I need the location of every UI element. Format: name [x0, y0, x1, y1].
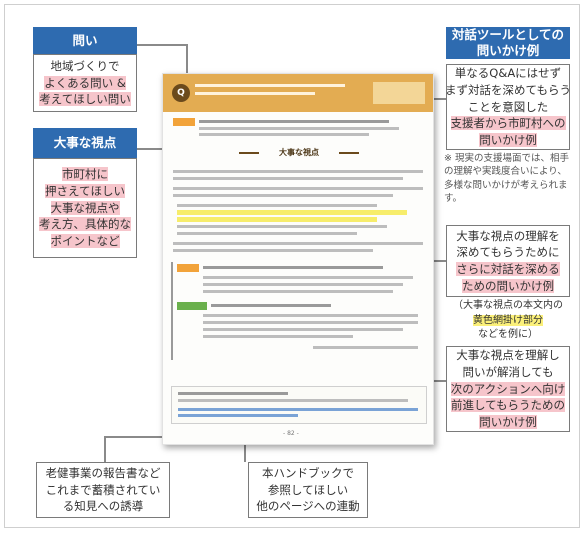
- dialogue-note: ※ 現実の支援場面では、相手の理解や実践度合いにより、多様な問いかけが考えられま…: [444, 153, 569, 204]
- viewpoint-line-5: ポイントなど: [50, 234, 120, 248]
- connector-question: [135, 44, 187, 46]
- question-callout: 地域づくりで よくある問い & 考えてほしい問い: [33, 54, 137, 112]
- dialogue-tool-header-line-2: 問いかけ例: [476, 43, 540, 58]
- page-highlight: [177, 217, 377, 222]
- page-body-line: [173, 194, 393, 197]
- page-deepen-line: [203, 283, 403, 286]
- page-tag-next: [177, 302, 207, 310]
- page-body-line: [173, 177, 403, 180]
- connector-next-h: [430, 380, 446, 382]
- question-header: 問い: [33, 27, 137, 54]
- page-next-ref: [313, 346, 418, 349]
- page-next-line: [203, 328, 403, 331]
- viewpoint-line-1: 市町村に: [62, 167, 108, 182]
- next-action-line-5: 問いかけ例: [479, 415, 537, 429]
- page-body-line: [173, 187, 423, 190]
- dialogue-qa-line-4: 支援者から市町村への: [450, 116, 566, 131]
- deepen-line-3: さらに対話を深める: [456, 262, 560, 276]
- page-body-line: [177, 204, 377, 207]
- page-reports-box: [171, 386, 427, 424]
- q-tag: [373, 82, 425, 104]
- dialogue-qa-line-1: 単なるQ&Aにはせず: [454, 66, 562, 81]
- reports-line-3: る知見への誘導: [62, 499, 144, 514]
- viewpoint-callout: 市町村に 押さえてほしい 大事な視点や 考え方、具体的な ポイントなど: [33, 158, 137, 258]
- page-number: - 82 -: [283, 430, 299, 437]
- q-title-line-1: [195, 84, 345, 87]
- page-dialogue-line: [199, 133, 369, 136]
- page-body-line: [173, 249, 373, 252]
- connector-reports-h: [104, 436, 176, 438]
- page-tag-dialogue: [173, 118, 195, 126]
- links-line-3: 他のページへの連動: [256, 499, 360, 514]
- deepen-line-2: 深めてもらうために: [456, 245, 560, 260]
- figure-frame: [4, 4, 580, 528]
- page-dialogue-text: [199, 120, 389, 123]
- page-reports-link: [178, 408, 418, 411]
- links-line-2: 参照してほしい: [267, 482, 349, 497]
- page-body-line: [173, 170, 423, 173]
- deepen-note-highlight: 黄色網掛け部分: [473, 314, 543, 326]
- question-line-3: 考えてほしい問い: [39, 92, 131, 107]
- viewpoint-header: 大事な視点: [33, 128, 137, 158]
- page-reports-title: [178, 392, 288, 395]
- page-reports-link: [178, 414, 298, 417]
- connector-question-v: [186, 44, 188, 94]
- page-body-line: [177, 225, 387, 228]
- next-action-line-3: 次のアクションへ向け: [450, 381, 566, 396]
- next-action-callout: 大事な視点を理解し 問いが解消しても 次のアクションへ向け 前進してもらうための…: [446, 346, 570, 432]
- viewpoint-header-label: 大事な視点: [53, 135, 117, 151]
- page-deepen-line: [203, 276, 413, 279]
- page-dialogue-line: [199, 127, 399, 130]
- reports-line-1: 老健事業の報告書など: [45, 465, 161, 480]
- page-bracket: [171, 262, 173, 360]
- next-action-line-2: 問いが解消しても: [462, 364, 554, 379]
- connector-links: [244, 440, 246, 462]
- page-body-line: [173, 242, 423, 245]
- deepen-line-4: ための問いかけ例: [462, 278, 554, 293]
- deepen-note-pre: （大事な視点の本文内の: [453, 300, 563, 311]
- viewpoint-line-3: 大事な視点や: [50, 200, 120, 215]
- page-next-line: [203, 335, 353, 338]
- question-line-1: 地域づくりで: [50, 58, 120, 73]
- page-tag-deepen: [177, 264, 199, 272]
- dialogue-qa-line-5: 問いかけ例: [479, 133, 537, 147]
- question-header-label: 問い: [72, 32, 98, 48]
- viewpoint-line-2: 押さえてほしい: [45, 183, 125, 198]
- links-line-1: 本ハンドブックで: [262, 465, 354, 480]
- page-next-line: [203, 314, 418, 317]
- page-highlight: [177, 210, 407, 215]
- next-action-line-1: 大事な視点を理解し: [456, 348, 560, 363]
- page-body-line: [177, 232, 357, 235]
- dialogue-tool-header-line-1: 対話ツールとしての: [451, 27, 565, 43]
- deepen-callout: 大事な視点の理解を 深めてもらうために さらに対話を深める ための問いかけ例: [446, 225, 570, 297]
- page-deepen-text: [203, 266, 383, 269]
- reports-callout: 老健事業の報告書など これまで蓄積されてい る知見への誘導: [36, 462, 170, 518]
- page-next-text: [211, 304, 331, 307]
- page-reports-line: [178, 399, 408, 402]
- reports-line-2: これまで蓄積されてい: [45, 482, 161, 497]
- handbook-links-callout: 本ハンドブックで 参照してほしい 他のページへの連動: [248, 462, 368, 518]
- viewpoint-line-4: 考え方、具体的な: [39, 217, 131, 232]
- deepen-note-post: などを例に）: [478, 329, 538, 340]
- q-badge: Q: [172, 84, 190, 102]
- deepen-line-1: 大事な視点の理解を: [456, 228, 560, 243]
- next-action-line-4: 前進してもらうための: [450, 398, 566, 413]
- page-section-title: 大事な視点: [259, 146, 339, 160]
- deepen-note: （大事な視点の本文内の 黄色網掛け部分などを例に）: [444, 299, 572, 343]
- page-deepen-line: [203, 290, 393, 293]
- page-next-line: [203, 321, 418, 324]
- handbook-page: Q 大事な視点 - 82 -: [162, 73, 434, 445]
- q-title-line-2: [195, 92, 315, 95]
- dialogue-tool-header: 対話ツールとしての 問いかけ例: [446, 27, 570, 59]
- dialogue-qa-callout: 単なるQ&Aにはせず まず対話を深めてもらう ことを意図した 支援者から市町村へ…: [445, 64, 571, 150]
- dialogue-qa-line-3: ことを意図した: [467, 99, 549, 114]
- page-question-banner: Q: [163, 74, 433, 112]
- question-line-2: よくある問い &: [44, 75, 126, 90]
- connector-reports-v2: [104, 436, 106, 464]
- dialogue-qa-line-2: まず対話を深めてもらう: [445, 82, 571, 97]
